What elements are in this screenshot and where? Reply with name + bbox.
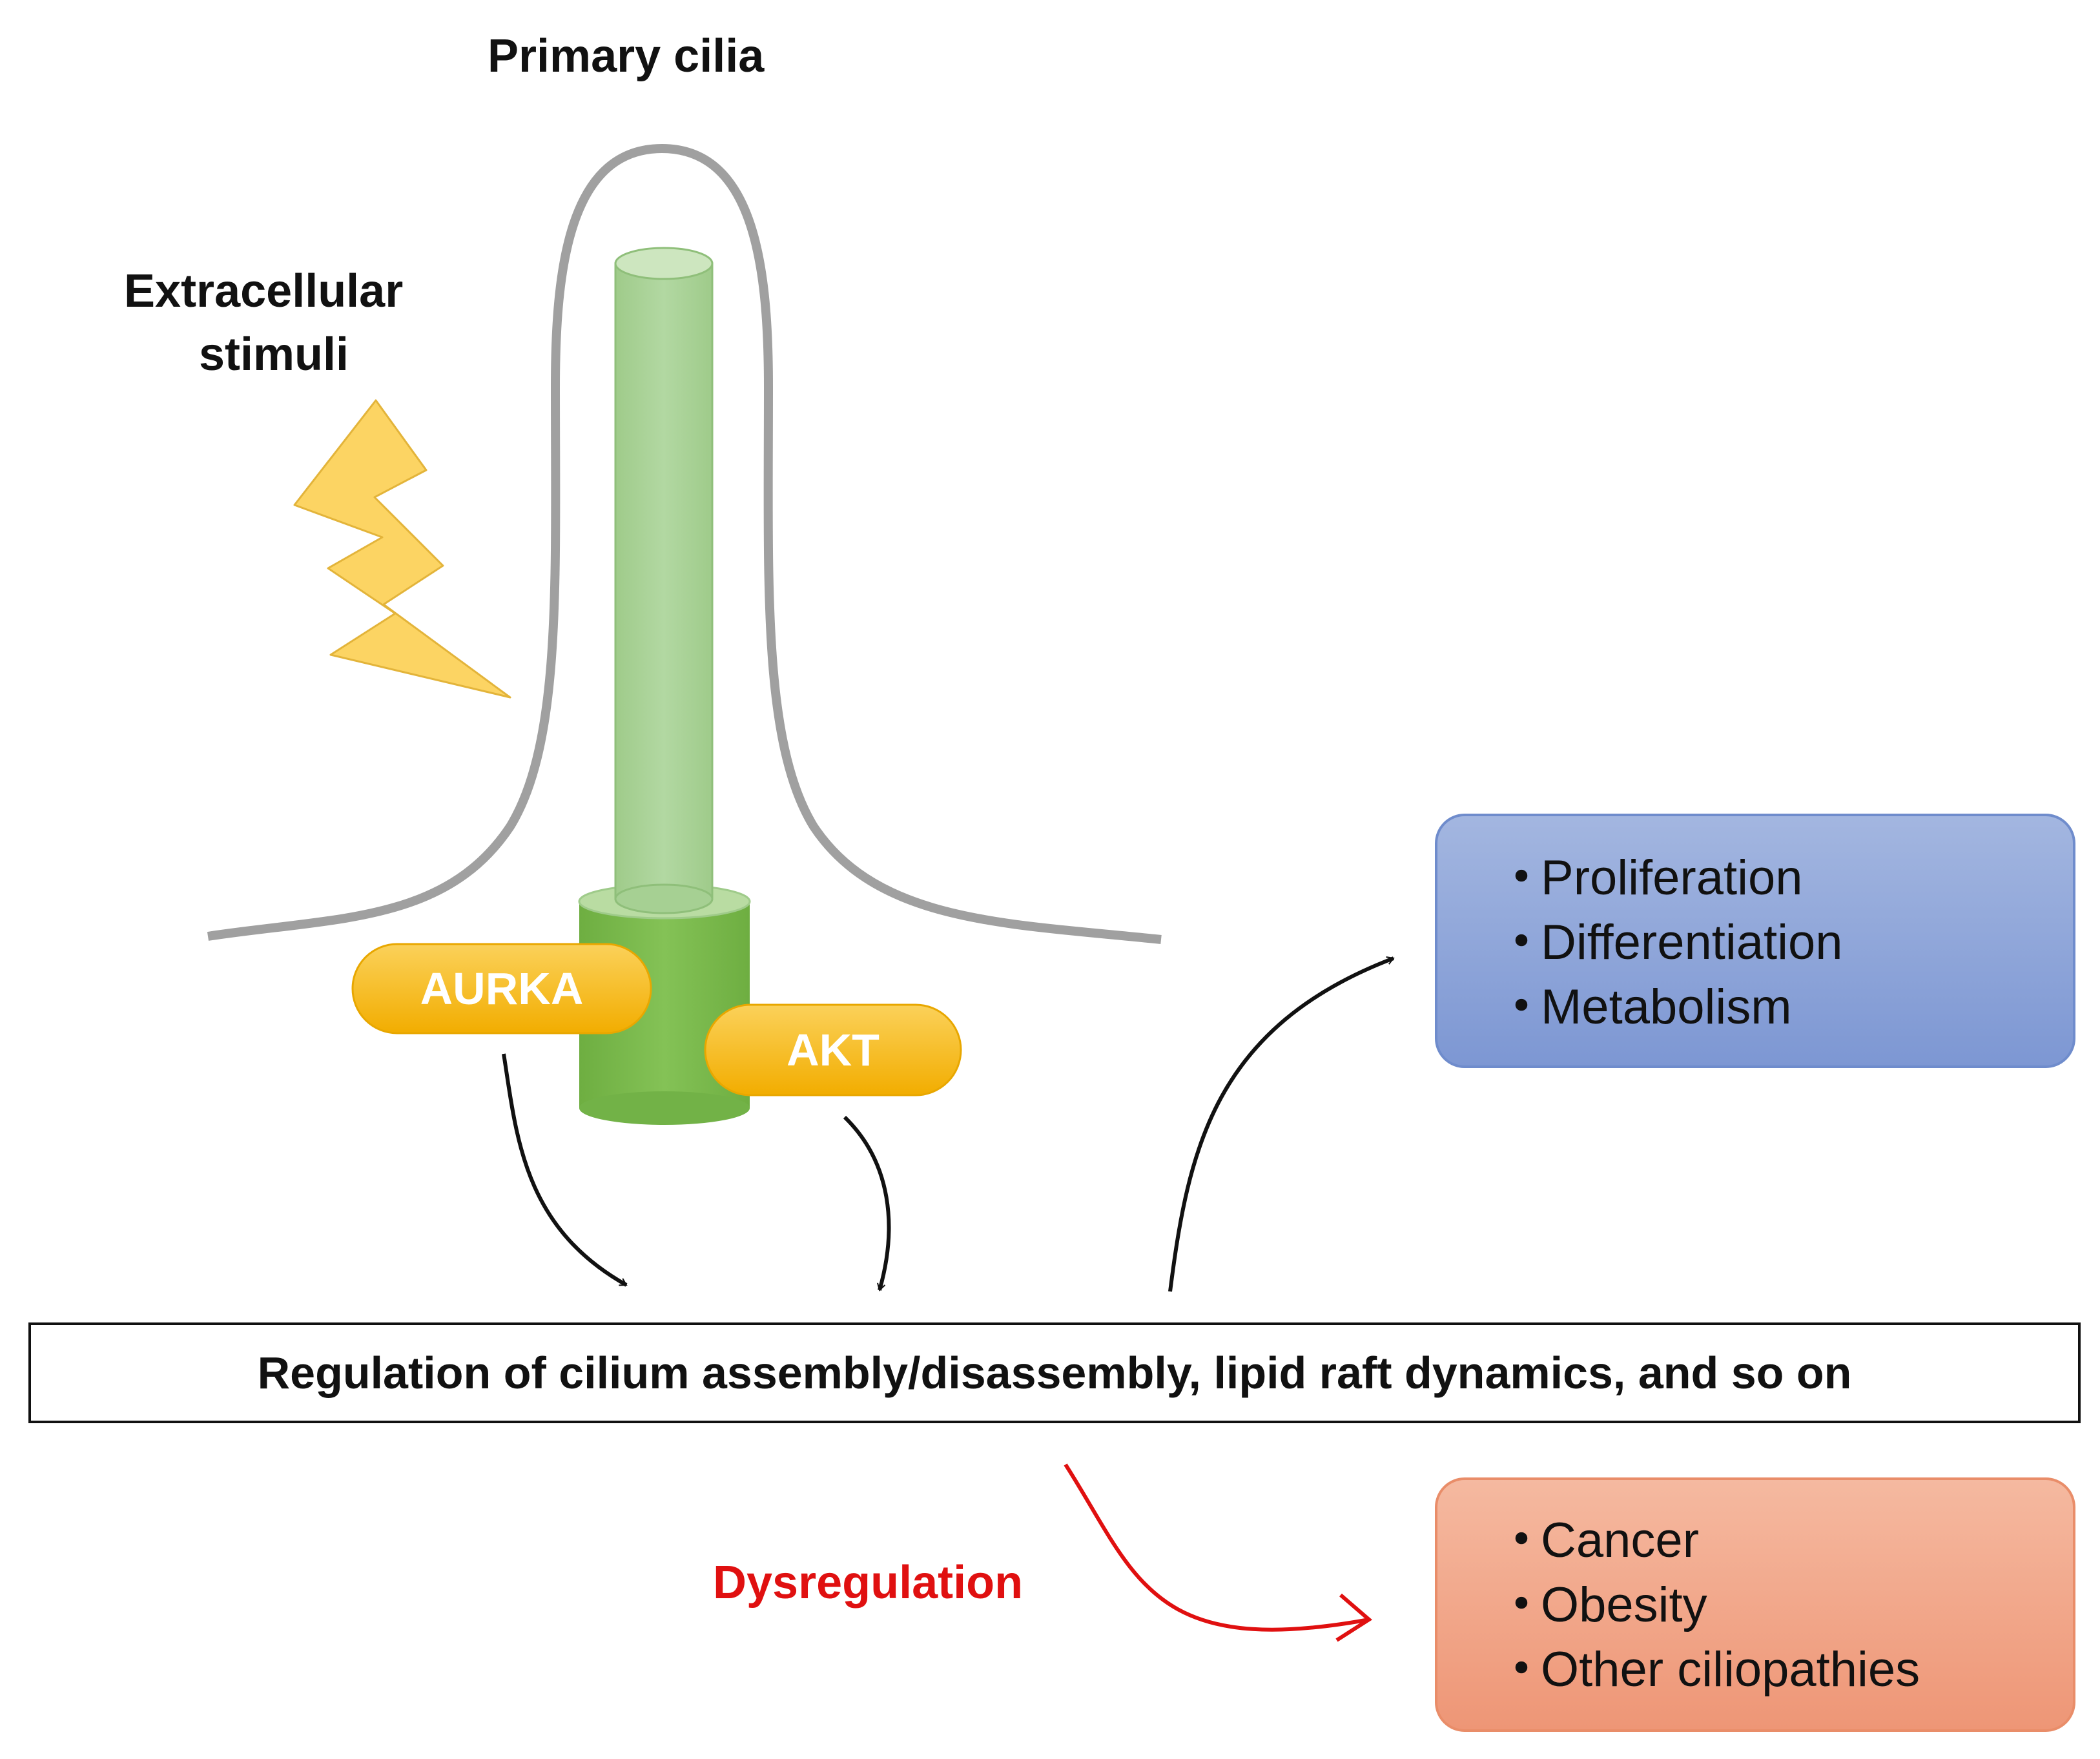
outcome-item: ・Proliferation [1497, 846, 2073, 910]
outcome-item: ・Differentiation [1497, 910, 2073, 975]
outcome-item: ・Metabolism [1497, 975, 2073, 1040]
dysregulation-label: Dysregulation [713, 1557, 1024, 1609]
stimulus-label-line1: Extracellular [124, 265, 404, 317]
dysregulation-arrowhead [1335, 1593, 1373, 1642]
aurka-arrow [502, 1053, 628, 1287]
ciliary-membrane [207, 144, 1162, 944]
disease-item: ・Obesity [1497, 1573, 2073, 1638]
bullet-icon: ・ [1497, 980, 1546, 1034]
disease-item: ・Other ciliopathies [1497, 1638, 2073, 1702]
akt-pill [704, 1003, 962, 1096]
regulation-box: Regulation of cilium assembly/disassembl… [28, 1322, 2081, 1423]
bullet-icon: ・ [1497, 1513, 1546, 1568]
akt-label: AKT [787, 1025, 880, 1075]
axoneme [614, 247, 714, 914]
normal-outcomes-box: ・Proliferation ・Differentiation ・Metabol… [1435, 814, 2075, 1068]
disease-outcomes-box: ・Cancer ・Obesity ・Other ciliopathies [1435, 1477, 2075, 1732]
outcome-arrow [1168, 956, 1395, 1292]
akt-arrow [843, 1115, 891, 1291]
aurka-label: AURKA [420, 963, 584, 1014]
disease-outcomes-list: ・Cancer ・Obesity ・Other ciliopathies [1497, 1508, 2073, 1702]
bullet-icon: ・ [1497, 850, 1546, 905]
bullet-icon: ・ [1497, 915, 1546, 970]
disease-item: ・Cancer [1497, 1508, 2073, 1573]
normal-outcomes-list: ・Proliferation ・Differentiation ・Metabol… [1497, 846, 2073, 1040]
stimulus-label-line2: stimuli [199, 329, 349, 380]
diagram-title: Primary cilia [488, 30, 765, 82]
aurka-pill [351, 943, 652, 1034]
bullet-icon: ・ [1497, 1642, 1546, 1697]
lightning-bolt-icon [293, 399, 511, 699]
bullet-icon: ・ [1497, 1578, 1546, 1632]
regulation-text: Regulation of cilium assembly/disassembl… [257, 1348, 1852, 1398]
dysregulation-arrow [1064, 1463, 1370, 1632]
